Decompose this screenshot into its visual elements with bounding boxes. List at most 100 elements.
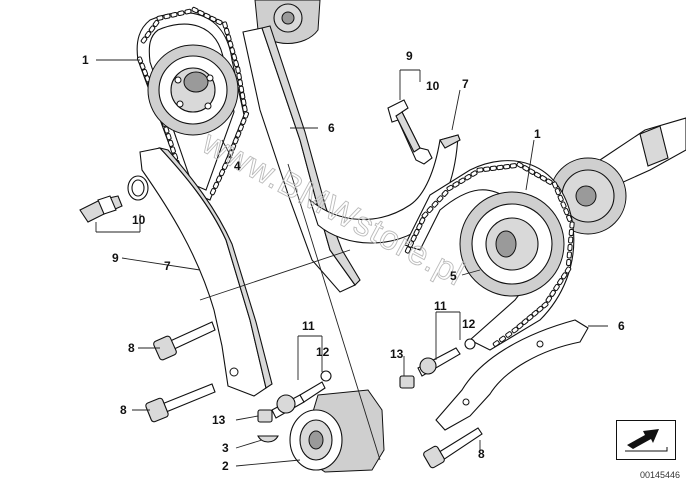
- chain-link: [541, 301, 549, 309]
- chain-link: [233, 59, 240, 68]
- chain-link: [452, 181, 460, 188]
- callout-13-left: 13: [212, 413, 226, 427]
- chain-link: [229, 47, 236, 55]
- chain-link: [191, 6, 199, 14]
- chain-link: [569, 221, 575, 229]
- chain-link: [170, 11, 178, 18]
- chain-link: [421, 211, 429, 219]
- crank-sprocket: [289, 389, 385, 473]
- chain-link: [566, 258, 572, 267]
- callout-6-lower: 6: [618, 319, 625, 333]
- chain-link: [242, 111, 250, 119]
- chain-link: [566, 214, 573, 222]
- chain-link: [567, 243, 573, 252]
- chain-link: [140, 36, 148, 44]
- callout-1-upper: 1: [82, 53, 89, 67]
- chain-link: [531, 309, 539, 317]
- chain-link: [545, 178, 553, 185]
- chain-link: [564, 266, 572, 274]
- chain-link: [165, 133, 172, 141]
- chain-link: [483, 166, 491, 172]
- callout-12-center: 12: [316, 345, 330, 359]
- chain-link: [503, 163, 511, 170]
- chain-link: [436, 195, 444, 203]
- callout-11-right: 11: [434, 299, 447, 313]
- callout-1-right: 1: [534, 127, 541, 141]
- washer-12a: [320, 370, 332, 382]
- chain-link: [240, 117, 247, 126]
- chain-link: [209, 15, 217, 23]
- callout-8-lower: 8: [120, 403, 127, 417]
- chain-link: [441, 189, 449, 197]
- chain-link: [496, 164, 504, 171]
- chain-link: [566, 251, 572, 259]
- callout-9-left: 9: [112, 251, 119, 265]
- image-id-label: 00145446: [639, 470, 680, 480]
- bolt-left-upper: [153, 321, 216, 361]
- chain-link: [470, 170, 478, 177]
- chain-link: [235, 130, 242, 138]
- chain-link: [156, 15, 164, 21]
- diagram-nav-icon: [616, 420, 676, 460]
- chain-link: [163, 13, 171, 20]
- callout-12-right: 12: [462, 317, 476, 331]
- chain-link: [553, 283, 560, 292]
- chain-link: [148, 25, 156, 33]
- chain-link: [223, 27, 230, 36]
- chain-link: [144, 30, 152, 39]
- chain-link: [232, 137, 239, 145]
- chain-link: [458, 177, 466, 185]
- callout-9-upper: 9: [406, 49, 413, 63]
- chain-link: [560, 201, 567, 209]
- chain-link: [563, 208, 570, 216]
- chain-link: [239, 92, 246, 100]
- chain-link: [236, 72, 242, 80]
- chain-link: [431, 200, 439, 208]
- tensioner-piston-upper: [387, 99, 433, 165]
- chain-link: [522, 165, 530, 172]
- chain-link: [516, 161, 524, 169]
- chain-link: [170, 146, 176, 154]
- callout-labels: 1 6 4 9 10 7 1 10 9 7 5 11 12 6 8 11 12 …: [82, 49, 625, 473]
- chain-link: [476, 167, 484, 173]
- chain-link: [242, 105, 248, 113]
- chain-link: [557, 278, 564, 286]
- chain-link: [551, 181, 559, 189]
- chain-link: [167, 139, 174, 147]
- chain-link: [549, 289, 556, 297]
- chain-link: [526, 314, 534, 321]
- chain-link: [568, 236, 574, 244]
- tensioner-bolt-center: [271, 381, 326, 419]
- chain-link: [212, 181, 220, 189]
- callout-7-left: 7: [164, 259, 171, 273]
- chain-link: [177, 10, 185, 17]
- callout-11-center: 11: [302, 319, 315, 333]
- chain-link: [539, 175, 547, 182]
- small-bolt-13a: [257, 409, 273, 423]
- chain-link: [231, 53, 238, 61]
- chain-link: [197, 9, 205, 17]
- chain-link: [446, 184, 454, 192]
- small-bolt-13b: [399, 375, 415, 389]
- tensioner-bolt-right: [417, 347, 461, 377]
- chain-link: [521, 318, 529, 326]
- chain-link: [509, 163, 517, 169]
- upper-sprocket: [147, 44, 239, 136]
- chain-link: [536, 305, 544, 313]
- chain-link: [224, 156, 232, 164]
- chain-link: [215, 175, 223, 183]
- chain-link: [235, 66, 241, 74]
- chain-link: [560, 272, 568, 280]
- chain-link: [230, 143, 237, 151]
- chain-link: [237, 79, 244, 87]
- callout-13-right: 13: [390, 347, 404, 361]
- chain-link: [464, 173, 472, 181]
- chain-link: [141, 68, 149, 77]
- tensioner-rail-lower: [139, 147, 273, 397]
- bolt-left-lower: [145, 383, 216, 423]
- callout-8-upper: 8: [128, 341, 135, 355]
- chain-link: [152, 19, 160, 28]
- chain-link: [557, 194, 564, 202]
- lower-chain-links: [404, 161, 575, 347]
